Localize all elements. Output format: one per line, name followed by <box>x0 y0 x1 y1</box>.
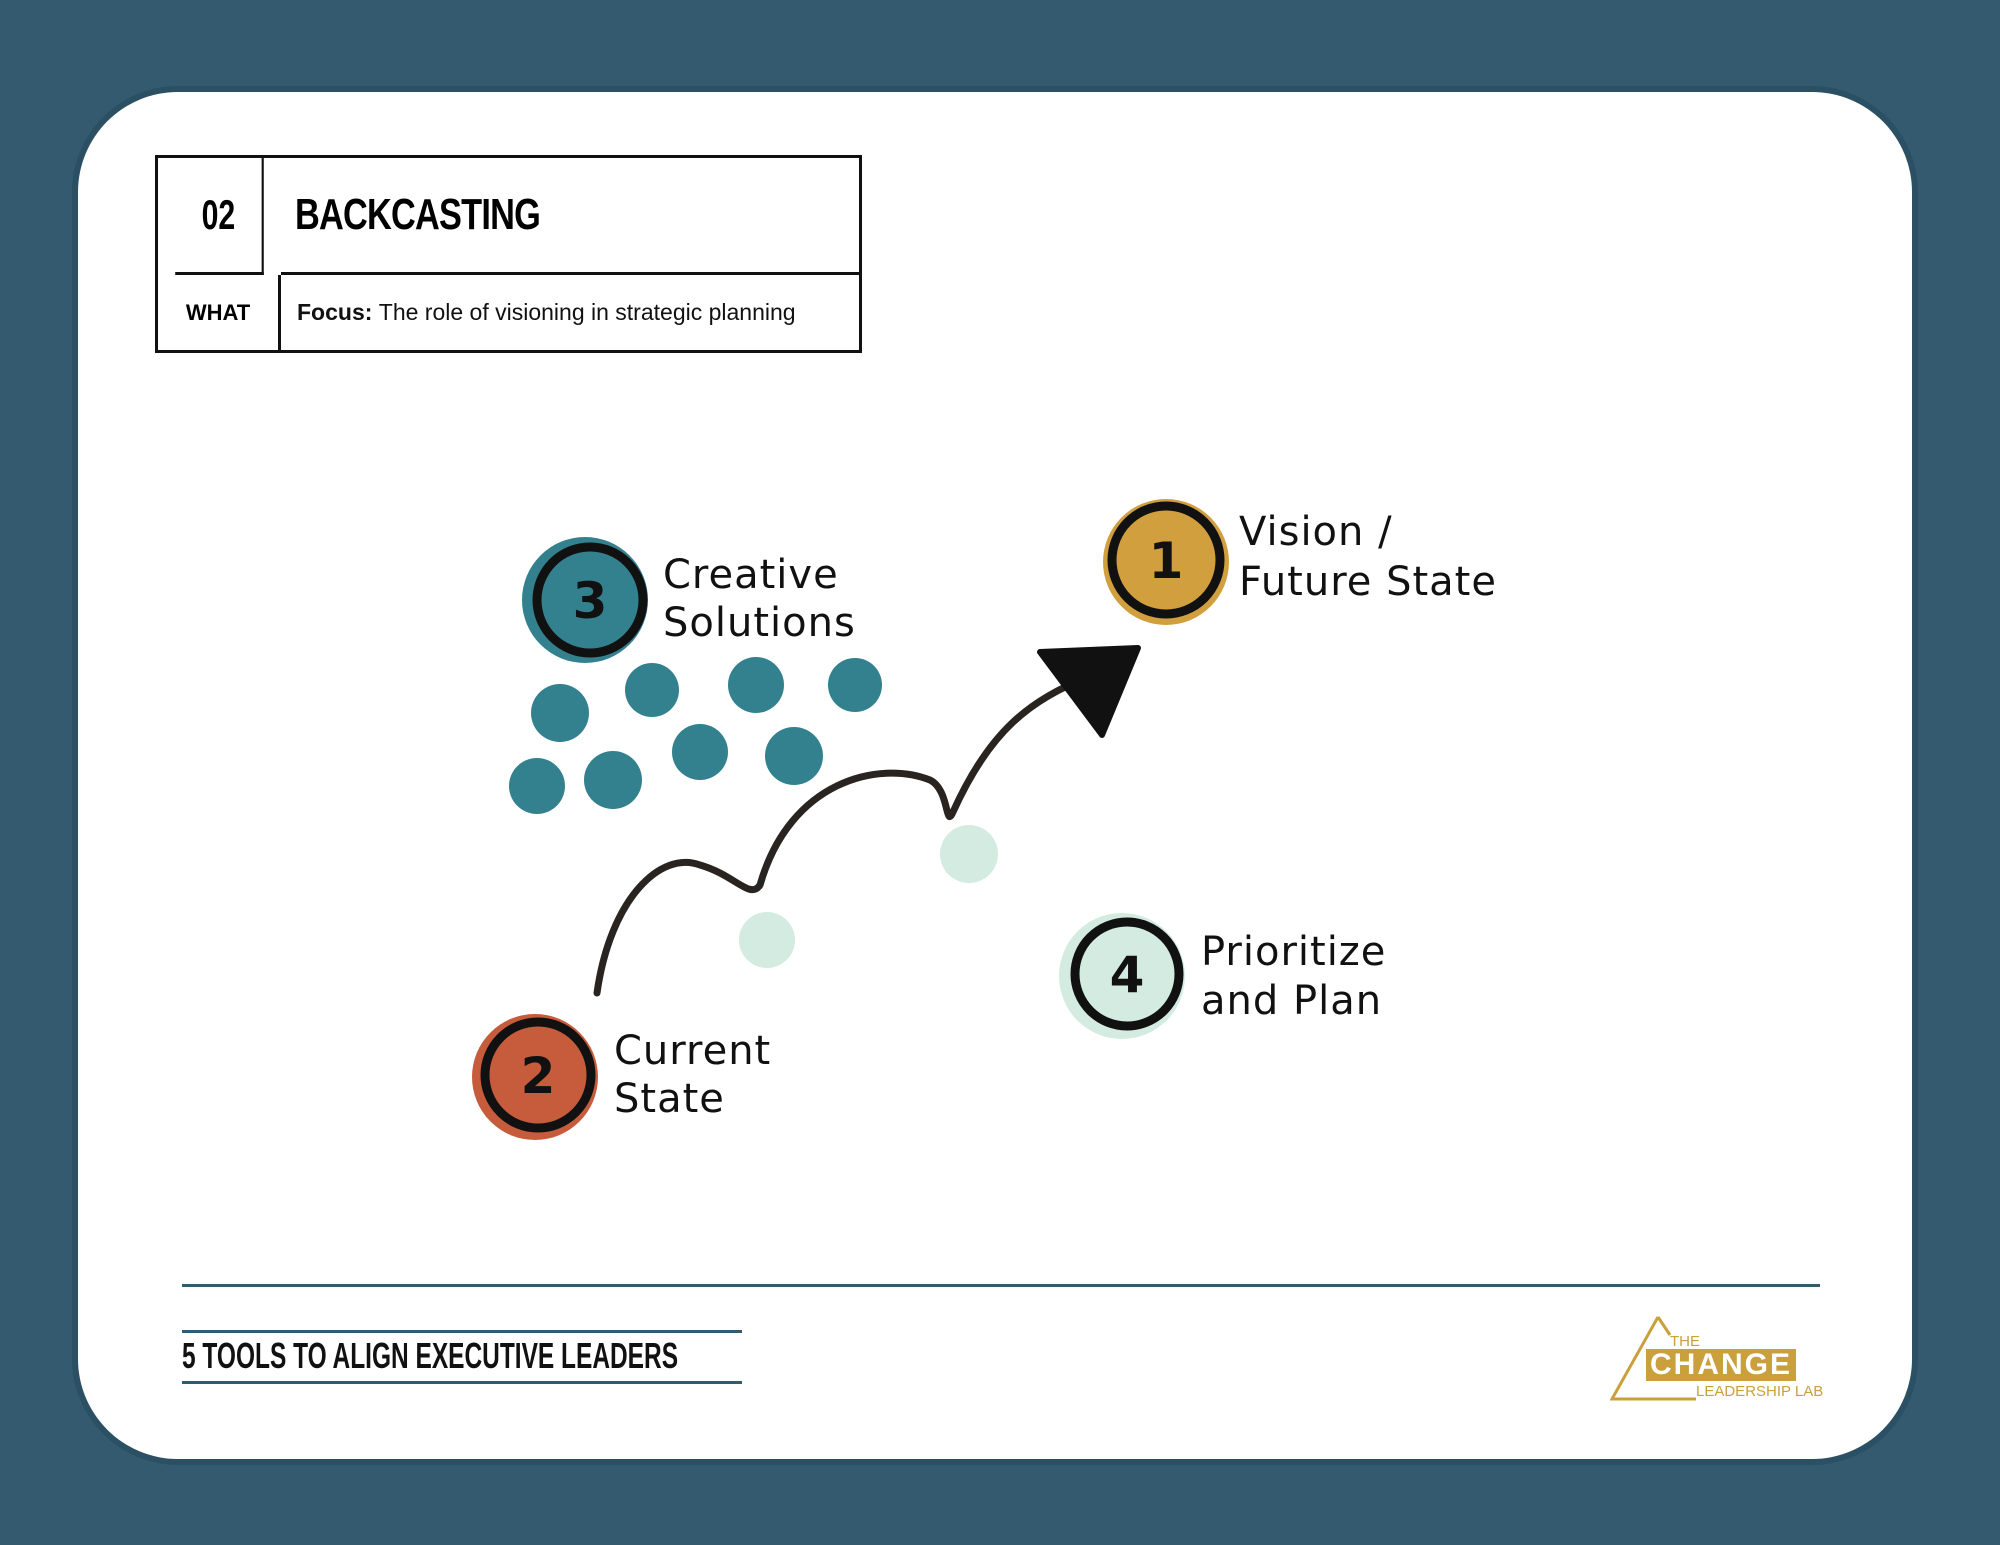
focus-label: Focus: <box>297 299 373 325</box>
step-1-label-line1: Vision / <box>1239 509 1393 555</box>
arrow-head <box>1037 645 1141 738</box>
logo-change: CHANGE <box>1646 1349 1797 1381</box>
dot <box>584 751 642 809</box>
footer-title: 5 TOOLS TO ALIGN EXECUTIVE LEADERS <box>182 1330 742 1384</box>
step-1-badge <box>1103 499 1229 625</box>
step-2-label-line1: Current <box>614 1028 771 1074</box>
focus-description: Focus: The role of visioning in strategi… <box>281 275 859 350</box>
dot <box>531 684 589 742</box>
footer-divider <box>182 1284 1820 1287</box>
focus-text: The role of visioning in strategic plann… <box>378 299 796 325</box>
dot <box>765 727 823 785</box>
step-current-state: 2 Current State <box>472 1014 771 1140</box>
step-2-label-line2: State <box>614 1076 725 1122</box>
step-3-ring <box>532 542 648 658</box>
step-2-ring <box>480 1017 596 1133</box>
dot <box>728 657 784 713</box>
step-4-label-line1: Prioritize <box>1201 929 1386 975</box>
step-4-number: 4 <box>1110 946 1145 1004</box>
dot <box>625 663 679 717</box>
change-leadership-lab-logo: THE CHANGE LEADERSHIP LAB <box>1610 1313 1824 1403</box>
step-2-number: 2 <box>521 1047 556 1105</box>
step-creative-solutions: 3 Creative Solutions <box>522 537 856 663</box>
step-1-number: 1 <box>1149 532 1184 590</box>
slide-card <box>78 92 1912 1459</box>
dot <box>828 658 882 712</box>
logo-the: THE <box>1670 1333 1700 1350</box>
logo-triangle-icon <box>1610 1316 1696 1401</box>
dot <box>509 758 565 814</box>
step-1-label-line2: Future State <box>1239 559 1497 605</box>
step-2-badge <box>472 1014 598 1140</box>
dot <box>672 724 728 780</box>
step-prioritize-plan: 4 Prioritize and Plan <box>1059 913 1386 1039</box>
step-1-ring <box>1107 501 1225 619</box>
step-dot <box>739 912 795 968</box>
creative-dots <box>509 657 882 814</box>
section-number: 02 <box>175 158 264 275</box>
step-4-ring <box>1070 917 1184 1031</box>
step-3-label-line2: Solutions <box>663 600 856 646</box>
step-3-badge <box>522 537 648 663</box>
step-vision: 1 Vision / Future State <box>1103 499 1497 625</box>
what-label: WHAT <box>158 275 281 350</box>
step-3-number: 3 <box>573 572 608 630</box>
step-3-label-line1: Creative <box>663 552 839 598</box>
step-4-label-line2: and Plan <box>1201 978 1382 1024</box>
section-title: BACKCASTING <box>281 158 859 275</box>
journey-path <box>593 672 1094 997</box>
header-table: 02 BACKCASTING WHAT Focus: The role of v… <box>155 155 862 353</box>
logo-sub: LEADERSHIP LAB <box>1696 1383 1824 1400</box>
step-dot <box>940 825 998 883</box>
